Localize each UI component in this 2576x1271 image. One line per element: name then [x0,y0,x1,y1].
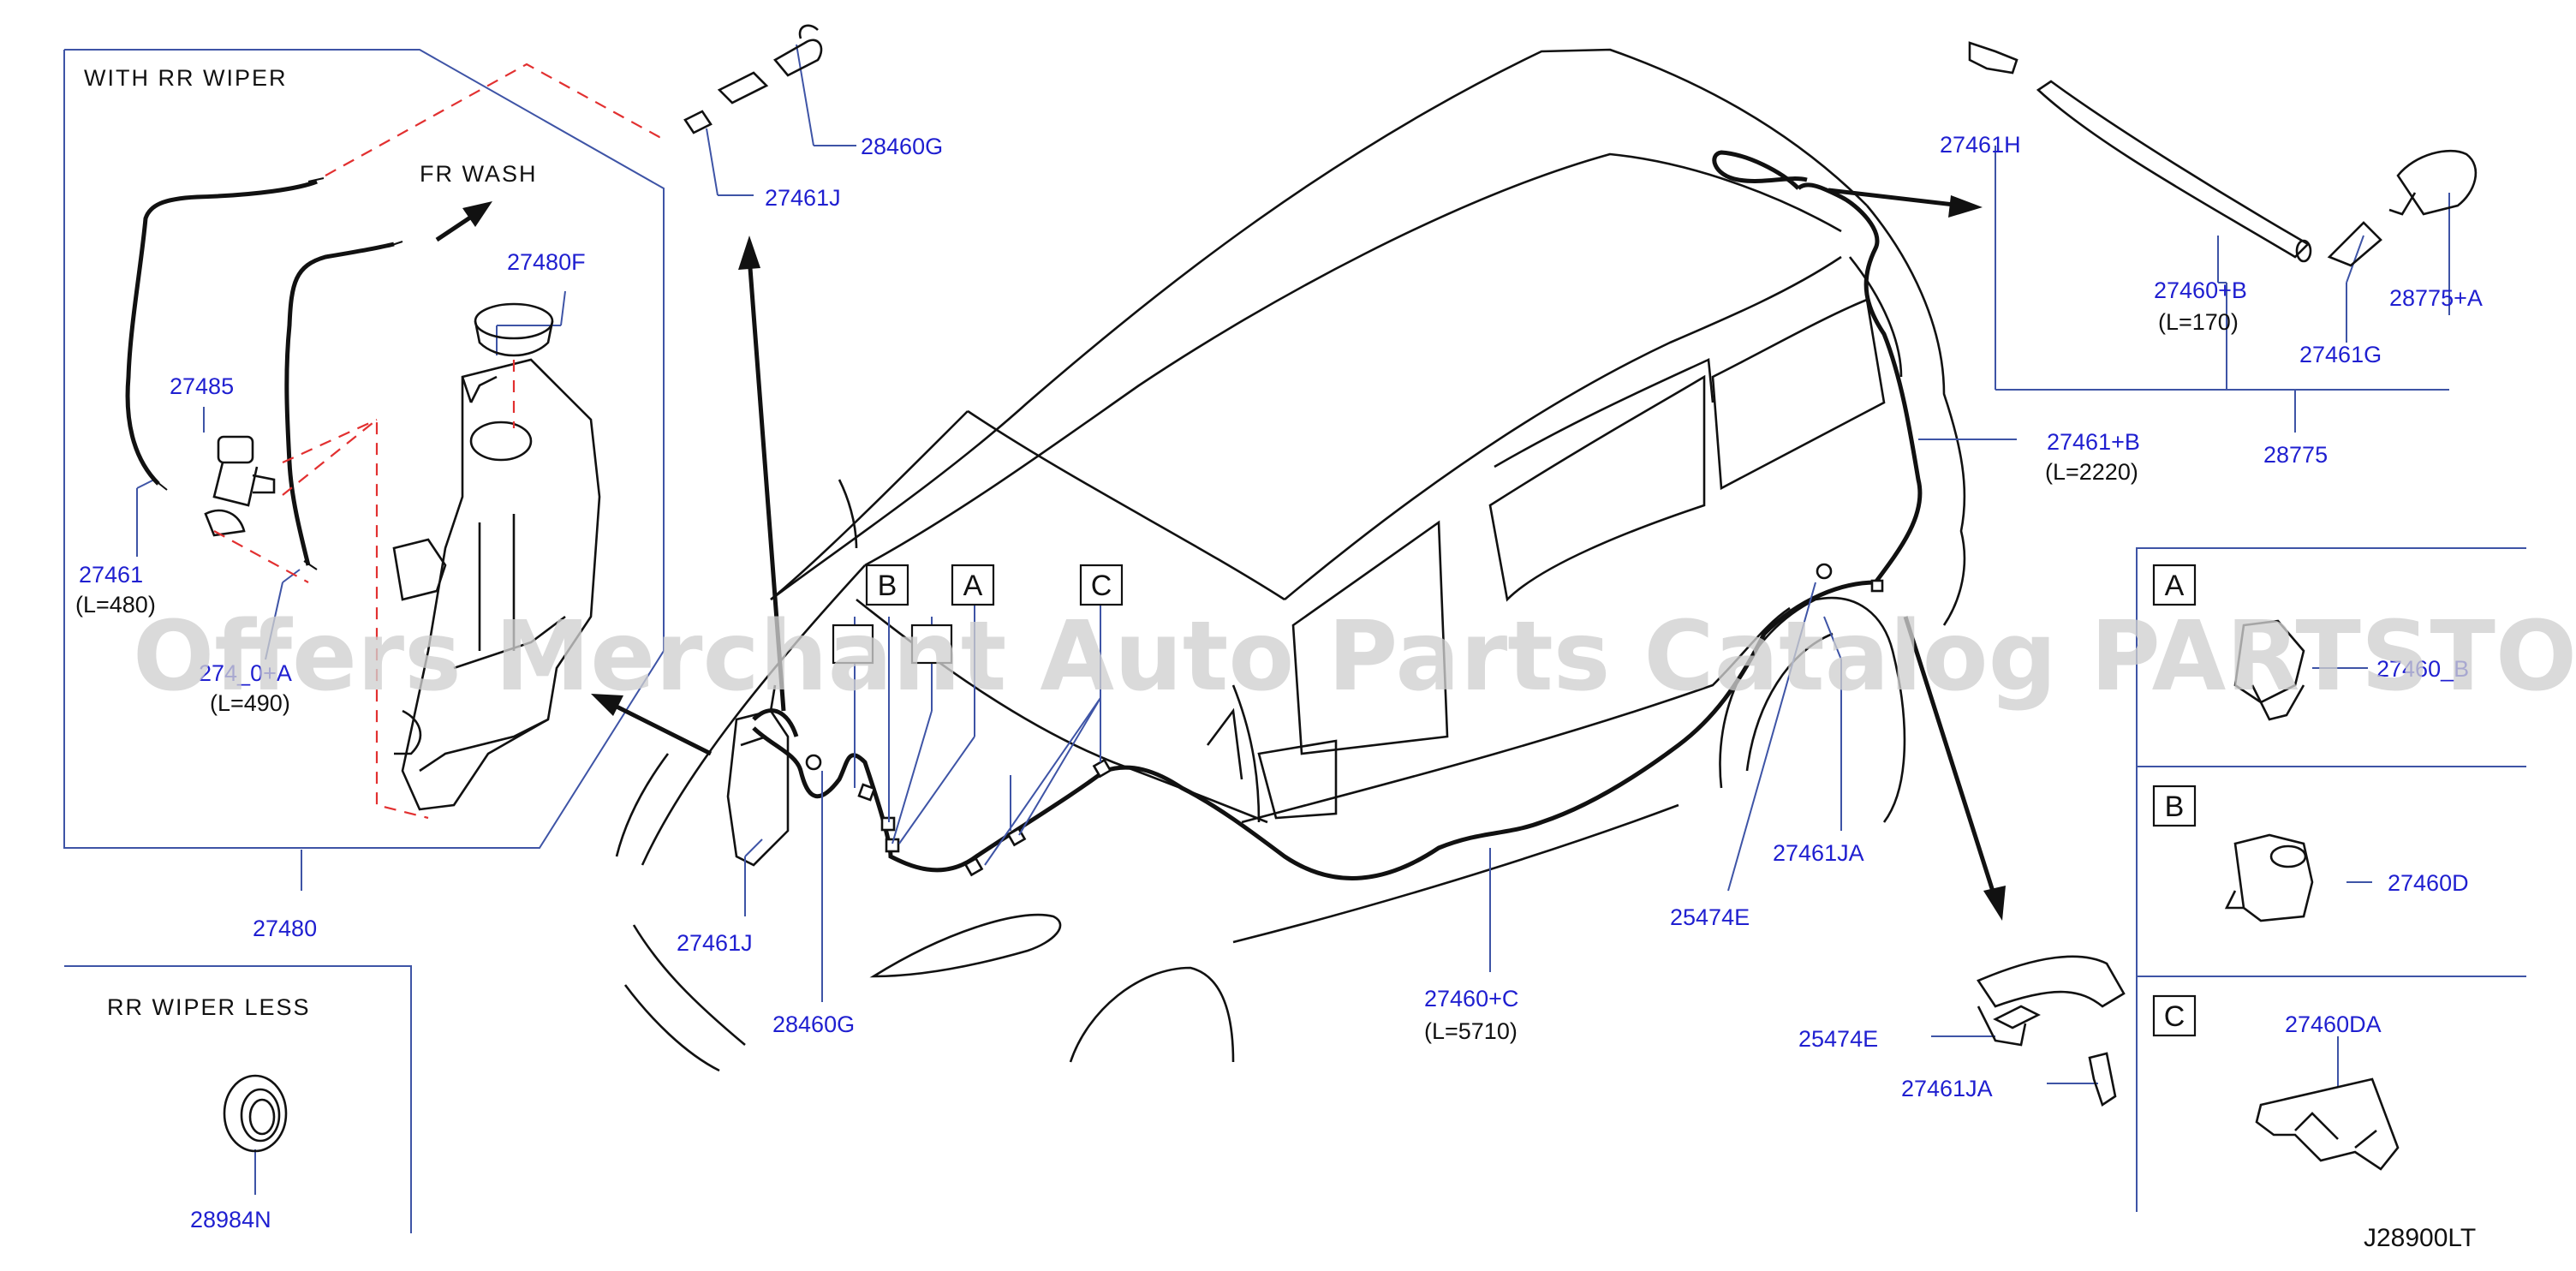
clip-box-c-vehicle: C [1079,564,1124,606]
callout-27460c-length: (L=5710) [1424,1018,1518,1044]
legend-label-c: C [2164,1000,2185,1033]
washer-hose-route [726,150,1923,880]
diagram-code: J28900LT [2364,1224,2476,1252]
callout-27485: 27485 [170,373,234,399]
group-title-with-rr-wiper: WITH RR WIPER [84,65,287,91]
clip-a-part [2233,619,2305,721]
callout-27460d: 27460D [2388,870,2469,896]
callout-27461g: 27461G [2299,342,2382,367]
callout-27460b: 27460+B [2154,277,2247,303]
clip-label-a: A [963,570,983,602]
callout-27461b: 27461+B [2047,429,2140,455]
callout-27460b-length: (L=170) [2158,309,2239,335]
callout-274-0-a: 274_0+A [199,660,292,686]
leader-lines [136,44,2450,1195]
callout-27460-b: 27460_B [2376,656,2469,682]
with-rr-wiper-frame [63,49,665,849]
watermark-text: Offers Merchant Auto Parts Catalog PARTS… [133,601,2576,713]
callout-27461ja-vehicle: 27461JA [1773,840,1864,866]
callout-27480: 27480 [253,916,317,941]
legend-label-a: A [2165,570,2185,602]
clip-label-c: C [1091,570,1112,602]
callout-27460c: 27460+C [1424,986,1518,1011]
callout-27461: 27461 [79,562,143,588]
callout-28775a: 28775+A [2389,285,2483,311]
reservoir-cap [474,302,554,428]
hose-joint-detail [1977,955,2126,1107]
callout-27461-length: (L=480) [75,592,156,618]
rear-nozzle-detail [1968,41,2478,267]
clip-box-b-vehicle: B [865,564,909,606]
callout-28984n: 28984N [190,1207,271,1232]
callout-274-0-a-length: (L=490) [210,690,290,716]
group-title-rr-wiper-less: RR WIPER LESS [107,994,311,1020]
callout-27461ja-detail: 27461JA [1901,1076,1993,1101]
rr-wiper-less-frame [64,965,412,1233]
clip-b-part [2224,833,2314,922]
clip-box-a-vehicle: A [951,564,995,606]
legend-box-b: B [2152,785,2197,827]
clip-box-a-ghost [832,624,953,665]
callout-27460da: 27460DA [2285,1011,2382,1037]
callout-27461h: 27461H [1940,132,2021,158]
reservoir-tank [392,358,601,811]
fr-wash-label: FR WASH [420,161,538,187]
legend-label-b: B [2165,791,2185,823]
callout-27480f: 27480F [507,249,586,275]
clip-c-part [2255,1077,2400,1171]
washer-pump [204,435,276,537]
callout-25474e-vehicle: 25474E [1670,904,1750,930]
legend-box-c: C [2152,994,2197,1037]
callout-28460g-bottom: 28460G [772,1011,855,1037]
clip-legend-frame [2136,547,2526,1212]
phantom-lines [213,63,664,820]
callout-27461b-length: (L=2220) [2045,459,2138,485]
clip-label-b: B [878,570,897,602]
callout-25474e-detail: 25474E [1798,1026,1878,1052]
nozzle-joint-top [683,24,823,134]
legend-box-a: A [2152,564,2197,606]
callout-27461j-top: 27461J [765,185,841,211]
callout-28460g-top: 28460G [861,134,943,159]
grommet-28984n [223,1074,288,1153]
callout-28775: 28775 [2263,442,2328,468]
callout-27461j-bottom: 27461J [677,930,753,956]
direction-arrows [435,188,2006,921]
pump-hoses [125,177,403,570]
